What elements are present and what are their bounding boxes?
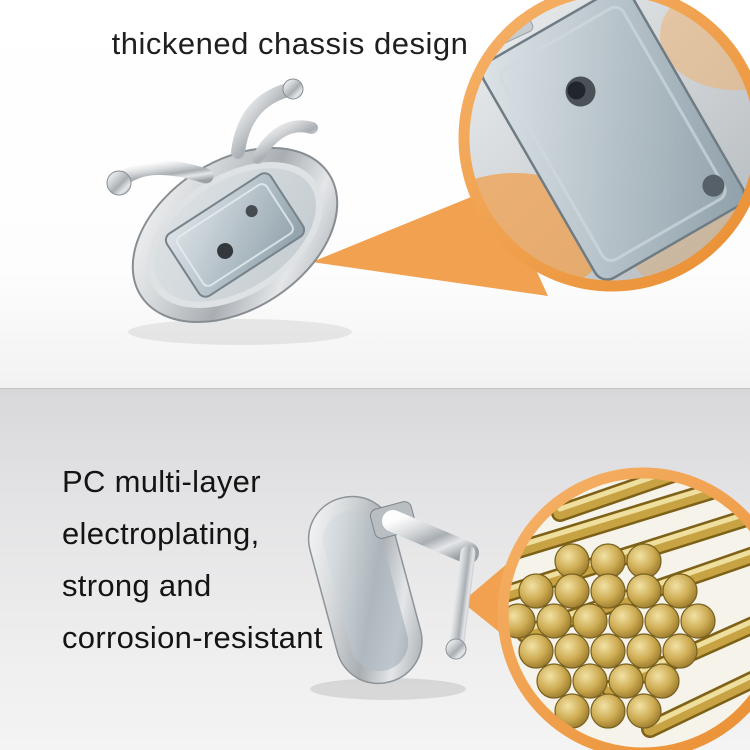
hook-arm xyxy=(114,160,214,188)
feature-line-3: strong and xyxy=(62,568,212,603)
callout-ring xyxy=(497,467,750,750)
top-section: thickened chassis design xyxy=(0,0,750,388)
feature-line-2: electroplating, xyxy=(62,516,260,551)
screw-hole xyxy=(217,242,234,259)
product-shadow xyxy=(310,678,466,700)
top-illustration xyxy=(106,0,750,345)
screw-hole-zoomed xyxy=(702,174,725,197)
bottom-section xyxy=(0,388,750,750)
feature-line-4: corrosion-resistant xyxy=(62,620,323,655)
chassis-plate-zoomed xyxy=(480,0,746,281)
hook-side-photo xyxy=(307,495,479,700)
screw-hole xyxy=(245,205,258,218)
feature-text: PC multi-layer electroplating, strong an… xyxy=(62,456,323,664)
product-shadow xyxy=(128,319,352,345)
callout-ring xyxy=(458,0,750,292)
hook-ball-end xyxy=(282,78,304,100)
hook-arm xyxy=(231,83,295,159)
chassis-plate xyxy=(164,172,306,298)
hook-arm xyxy=(382,510,479,564)
feature-line-1: PC multi-layer xyxy=(62,464,261,499)
top-caption: thickened chassis design xyxy=(111,26,469,61)
brass-rods-callout xyxy=(497,467,750,750)
brass-rod-ends xyxy=(503,543,716,729)
hook-arm xyxy=(449,545,476,649)
bottom-illustration xyxy=(307,467,750,750)
hook-arm xyxy=(252,120,318,164)
hook-back-photo xyxy=(106,78,352,345)
hook-ball-end xyxy=(445,638,467,660)
hook-ball-end xyxy=(106,170,132,196)
